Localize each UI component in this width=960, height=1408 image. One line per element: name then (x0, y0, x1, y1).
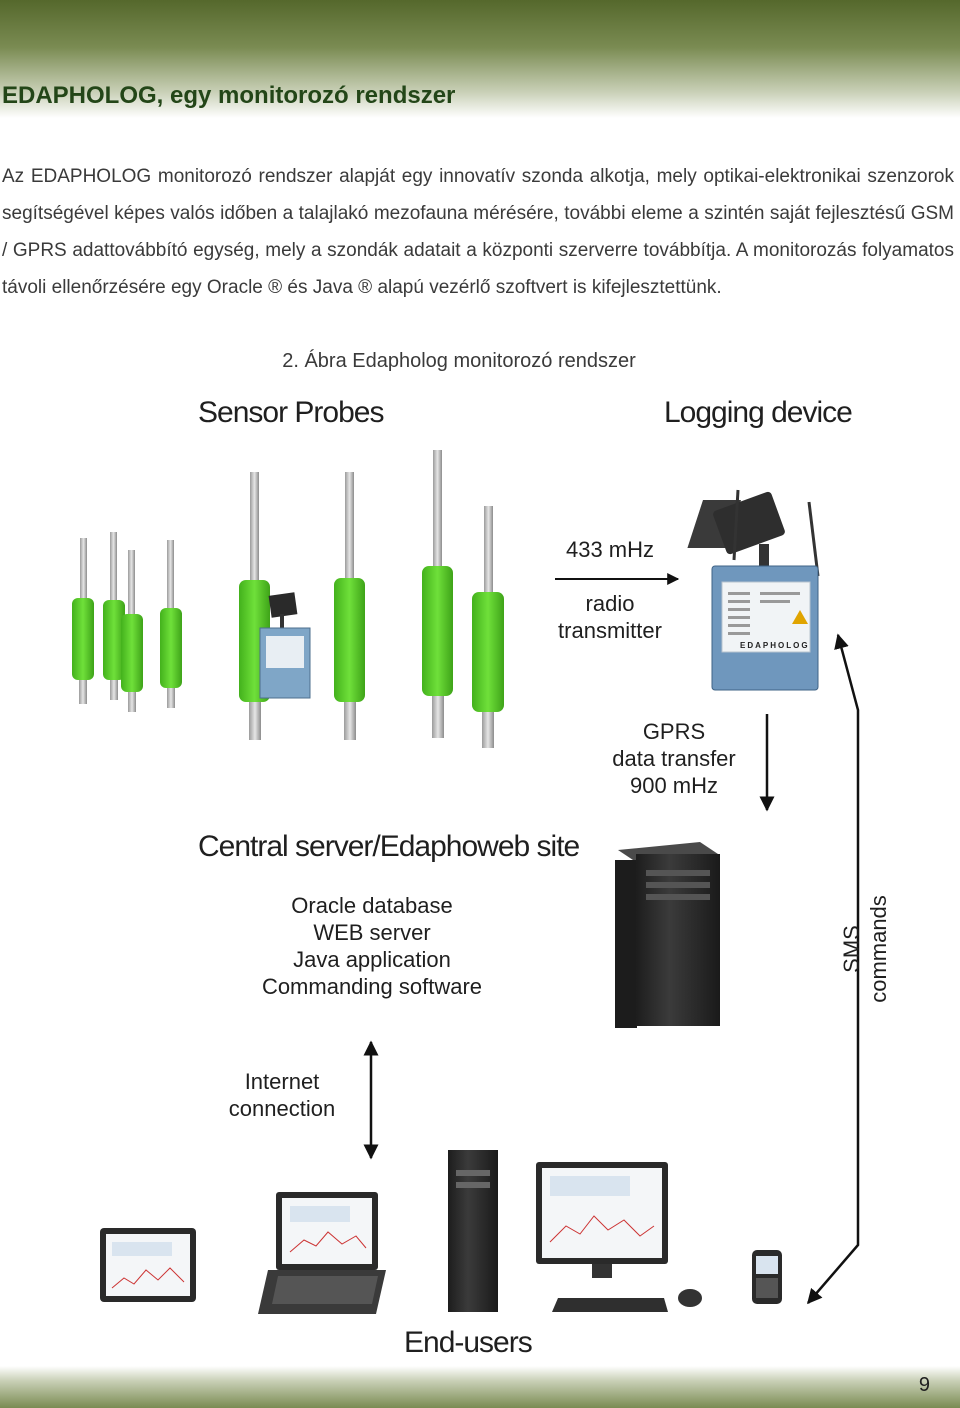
sensor-probes-label: Sensor Probes (198, 396, 384, 429)
page-title: EDAPHOLOG, egy monitorozó rendszer (2, 82, 456, 109)
internet-connection-label: Internet connection (220, 1068, 344, 1122)
laptop-device (258, 1192, 386, 1314)
server-line-4: Commanding software (261, 974, 483, 999)
internet-line-1: Internet (244, 1069, 320, 1094)
body-paragraph: Az EDAPHOLOG monitorozó rendszer alapját… (2, 166, 954, 298)
mobile-phone (752, 1250, 782, 1304)
central-server-label: Central server/Edaphoweb site (198, 830, 580, 863)
device-brand-text: EDAPHOLOG (740, 641, 810, 650)
server-line-2: WEB server (313, 920, 431, 945)
server-tower (615, 842, 720, 1028)
server-components-label: Oracle database WEB server Java applicat… (250, 892, 494, 1000)
gprs-label: GPRS data transfer 900 mHz (596, 718, 752, 799)
sensor-probe (103, 532, 125, 700)
end-users-label: End-users (404, 1326, 533, 1359)
header-band (0, 0, 960, 118)
radio-line-1: radio (585, 591, 635, 616)
footer-band (0, 1366, 960, 1408)
figure-caption: 2. Ábra Edapholog monitorozó rendszer (282, 350, 636, 372)
sensor-probe (334, 472, 365, 740)
logging-device-label: Logging device (664, 396, 853, 429)
internet-line-2: connection (228, 1096, 336, 1121)
page-number: 9 (918, 1374, 930, 1396)
sensor-probe (160, 540, 182, 708)
server-line-3: Java application (293, 947, 451, 972)
radio-frequency-label: 433 mHz (565, 537, 655, 562)
small-logger (259, 592, 311, 699)
radio-line-2: transmitter (558, 618, 662, 643)
sms-line-2: commands (866, 895, 891, 1003)
radio-transmitter-label: radio transmitter (540, 590, 680, 644)
sms-commands-label: SMS commands (838, 874, 892, 1024)
gprs-line-3: 900 mHz (629, 773, 719, 798)
sensor-probe-group (72, 450, 504, 748)
sms-arrow (807, 633, 860, 1305)
tablet-device (100, 1228, 196, 1302)
sms-line-1: SMS (839, 925, 864, 973)
gprs-line-1: GPRS (642, 719, 706, 744)
system-diagram: EDAPHOLOG (72, 450, 860, 1314)
sensor-probe (472, 506, 504, 748)
server-line-1: Oracle database (291, 893, 453, 918)
gprs-line-2: data transfer (612, 746, 736, 771)
desktop-tower (448, 1150, 498, 1312)
sensor-probe (422, 450, 453, 738)
sensor-probe (121, 550, 143, 712)
sensor-probe (72, 538, 94, 704)
sensor-probe (239, 472, 270, 740)
logging-device-illustration: EDAPHOLOG (687, 489, 820, 691)
desktop-monitor (536, 1162, 702, 1312)
